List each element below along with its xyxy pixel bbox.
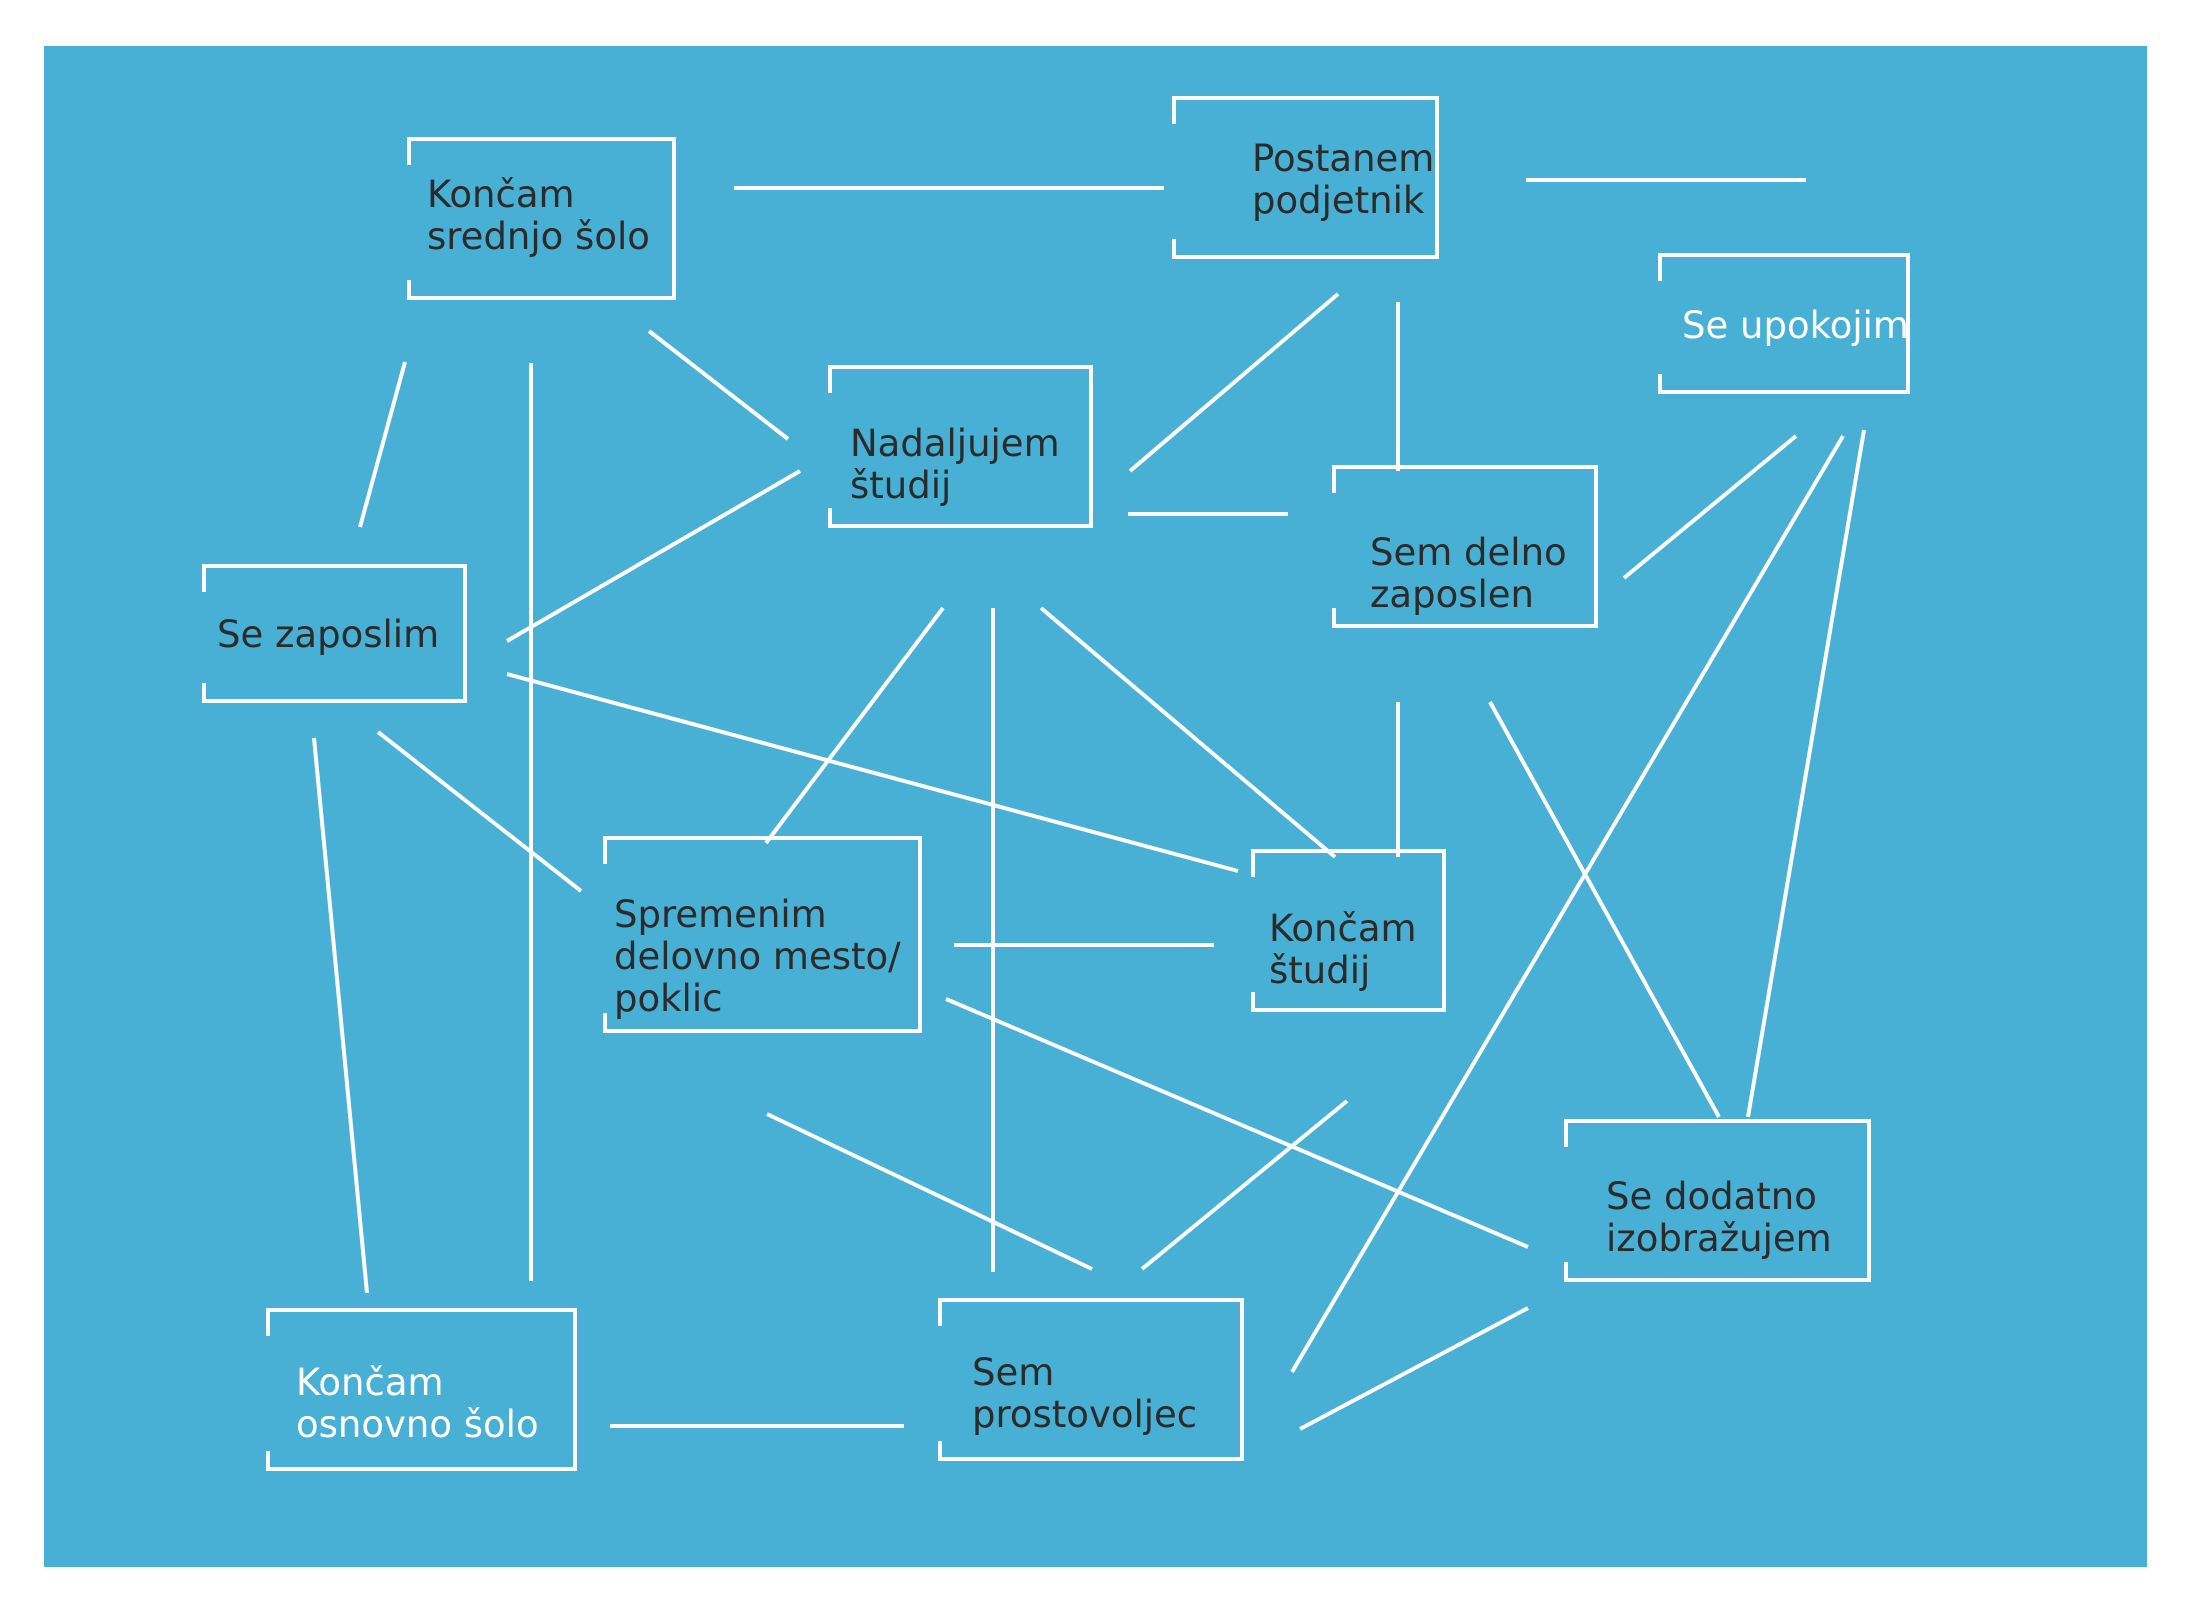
diagram-canvas: Končam srednjo šolo Postanem podjetnik S… [44,46,2147,1567]
node-nadaljujem-studij: Nadaljujem študij [850,422,1060,507]
connector-line [1290,434,1845,1374]
connector-line [506,672,1239,873]
frame-koncam-osnovno [266,1308,577,1471]
node-koncam-osnovno-solo: Končam osnovno šolo [296,1361,539,1446]
node-se-upokojim: Se upokojim [1682,304,1909,347]
frame-sem-delno-zaposlen [1332,465,1598,628]
connector-lines [312,178,1866,1431]
connector-line [1488,701,1721,1118]
node-postanem-podjetnik: Postanem podjetnik [1252,137,1435,222]
connector-line [1746,429,1866,1118]
node-frames [202,96,1910,1471]
connector-line [1128,292,1340,473]
connector-line [1140,1099,1349,1271]
diagram-svg [202,96,1910,1471]
connector-line [764,606,945,845]
node-se-zaposlim: Se zaposlim [217,613,440,656]
connector-line [358,361,407,528]
connector-line [1622,434,1798,580]
connector-line [766,1112,1093,1271]
frame-sem-prostovoljec [938,1298,1244,1461]
connector-line [505,469,802,643]
frame-se-zaposlim [202,564,467,703]
connector-line [945,997,1529,1249]
frame-nadaljujem-studij [828,365,1093,528]
connector-line [1299,1306,1529,1431]
node-se-dodatno-izobrazujem: Se dodatno izobražujem [1606,1175,1832,1260]
frame-spremenim-delovno [603,836,922,1033]
frame-postanem-podjetnik [1172,96,1439,259]
node-sem-delno-zaposlen: Sem delno zaposlen [1370,531,1567,616]
node-koncam-studij: Končam študij [1269,907,1417,992]
frame-koncam-srednjo [407,137,676,300]
connector-line [647,329,790,441]
node-koncam-srednjo-solo: Končam srednjo šolo [427,173,650,258]
frame-se-dodatno [1564,1119,1871,1282]
frame-se-upokojim [1658,253,1910,394]
connector-line [1039,606,1337,859]
node-spremenim-delovno-mesto: Spremenim delovno mesto/ poklic [614,893,901,1020]
frame-koncam-studij [1251,849,1446,1012]
connector-line [312,737,369,1294]
node-sem-prostovoljec: Sem prostovoljec [972,1351,1198,1436]
connector-line [376,730,583,893]
